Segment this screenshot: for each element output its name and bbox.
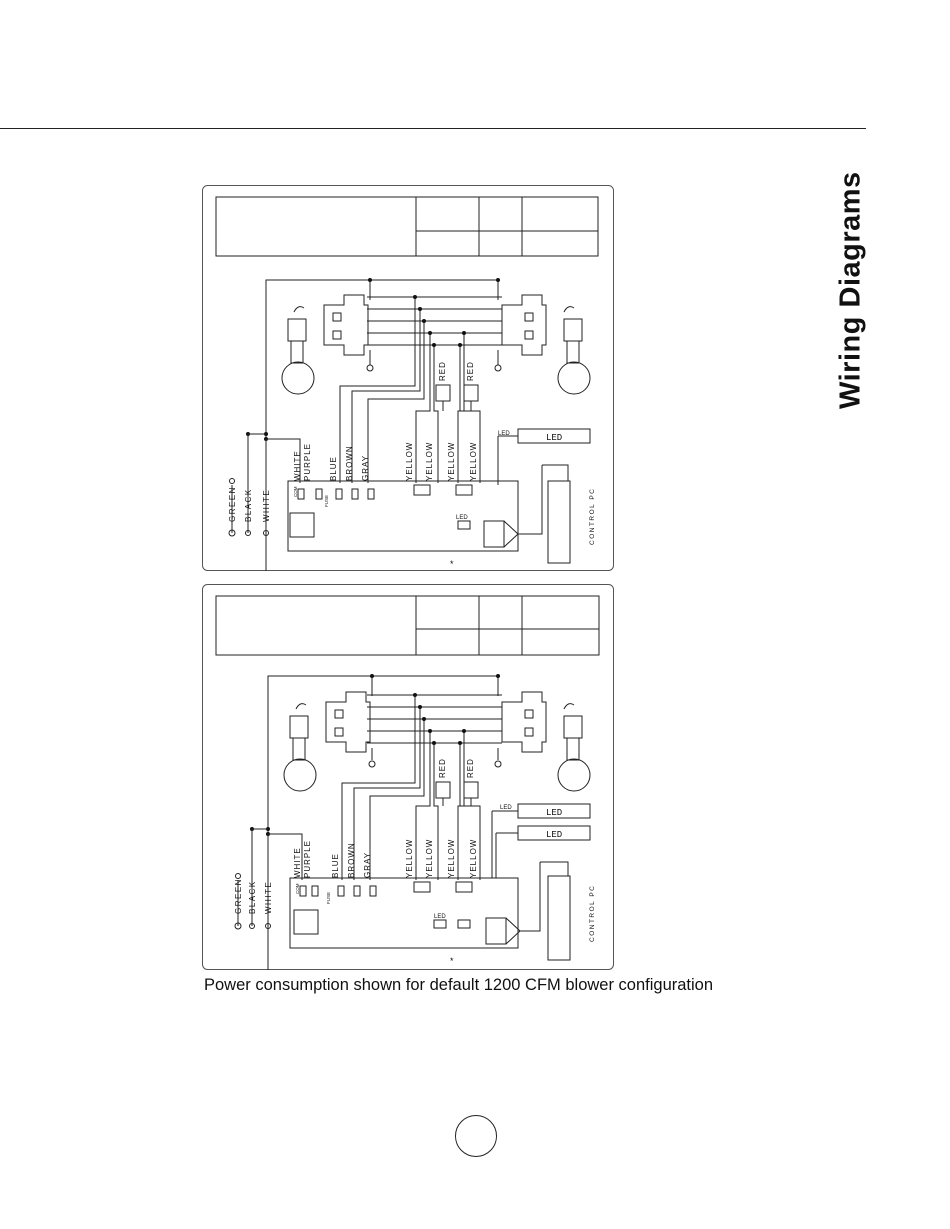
label-control-pc: CONTROL PC — [589, 488, 596, 545]
spec-table — [215, 196, 599, 257]
label-terminal-purple: PURPLE — [303, 840, 312, 878]
label-com: COM — [293, 486, 298, 497]
label-black: BLACK — [248, 880, 257, 914]
terminal-labels: WHITE PURPLE BLUE BROWN GRAY — [293, 840, 372, 878]
label-yellow-3: YELLOW — [447, 442, 456, 481]
label-yellow-2: YELLOW — [425, 839, 434, 878]
label-com: COM — [295, 883, 300, 894]
control-board — [287, 480, 519, 552]
label-red-1: RED — [438, 758, 447, 778]
label-fuse: FUSE — [326, 892, 331, 904]
label-yellow-1: YELLOW — [405, 442, 414, 481]
motor-right — [501, 691, 591, 792]
control-board — [289, 877, 519, 949]
label-led-1: LED — [546, 808, 562, 818]
spec-table — [215, 595, 600, 656]
label-red-2: RED — [466, 361, 475, 381]
label-terminal-gray: GRAY — [361, 455, 370, 481]
label-white: WHITE — [264, 881, 273, 914]
label-led-2: LED — [546, 830, 562, 840]
label-led-small: LED — [456, 515, 468, 521]
power-labels: GREEN BLACK WHITE — [234, 878, 273, 914]
label-yellow-3: YELLOW — [447, 839, 456, 878]
led-indicators — [491, 803, 591, 878]
asterisk: * — [450, 559, 454, 569]
section-title: Wiring Diagrams — [834, 171, 867, 409]
terminal-block — [297, 484, 519, 548]
label-black: BLACK — [244, 488, 253, 522]
motor-left — [281, 294, 369, 395]
label-green: GREEN — [234, 878, 243, 914]
label-red-1: RED — [438, 361, 447, 381]
label-terminal-gray: GRAY — [363, 852, 372, 878]
label-terminal-blue: BLUE — [331, 853, 340, 878]
wiring-diagram-1: GREEN BLACK WHITE WHITE PURPLE BLUE BROW… — [202, 185, 614, 571]
header-rule — [0, 128, 866, 129]
label-yellow-4: YELLOW — [469, 839, 478, 878]
terminal-labels: WHITE PURPLE BLUE BROWN GRAY — [293, 443, 370, 481]
motor-left — [283, 691, 371, 792]
label-led-tag: LED — [498, 431, 510, 437]
led-indicator-1 — [497, 428, 591, 485]
relay-block — [289, 512, 315, 538]
label-yellow-1: YELLOW — [405, 839, 414, 878]
relay-block — [293, 909, 319, 935]
label-yellow-4: YELLOW — [469, 442, 478, 481]
wiring-diagram-svg: GREEN BLACK WHITE WHITE PURPLE BLUE BROW… — [202, 185, 614, 571]
label-led: LED — [546, 433, 562, 443]
power-labels: GREEN BLACK WHITE — [228, 486, 271, 522]
label-green: GREEN — [228, 486, 237, 522]
control-pc — [518, 464, 571, 564]
diagram-frame — [202, 584, 614, 970]
label-white: WHITE — [262, 489, 271, 522]
control-pc — [520, 861, 571, 961]
label-red-2: RED — [466, 758, 475, 778]
asterisk: * — [450, 956, 454, 966]
label-led-tag: LED — [500, 805, 512, 811]
label-led-small: LED — [434, 914, 446, 920]
label-terminal-white: WHITE — [293, 450, 302, 481]
motor-lead-labels: YELLOW YELLOW YELLOW YELLOW RED RED — [405, 758, 478, 878]
diagram-frame — [202, 185, 614, 571]
wiring-diagram-2: GREEN BLACK WHITE WHITE PURPLE BLUE BROW… — [202, 584, 614, 970]
motor-right — [501, 294, 591, 395]
label-control-pc: CONTROL PC — [589, 885, 596, 942]
label-terminal-brown: BROWN — [347, 842, 356, 878]
label-terminal-purple: PURPLE — [303, 443, 312, 481]
label-yellow-2: YELLOW — [425, 442, 434, 481]
motor-lead-labels: YELLOW YELLOW YELLOW YELLOW RED RED — [405, 361, 478, 481]
terminal-block — [299, 881, 521, 945]
page-number-circle — [455, 1115, 497, 1157]
label-fuse: FUSE — [324, 495, 329, 507]
wiring-diagram-svg: GREEN BLACK WHITE WHITE PURPLE BLUE BROW… — [202, 584, 614, 970]
label-terminal-brown: BROWN — [345, 445, 354, 481]
label-terminal-white: WHITE — [293, 847, 302, 878]
figure-caption: Power consumption shown for default 1200… — [204, 976, 714, 994]
label-terminal-blue: BLUE — [329, 456, 338, 481]
